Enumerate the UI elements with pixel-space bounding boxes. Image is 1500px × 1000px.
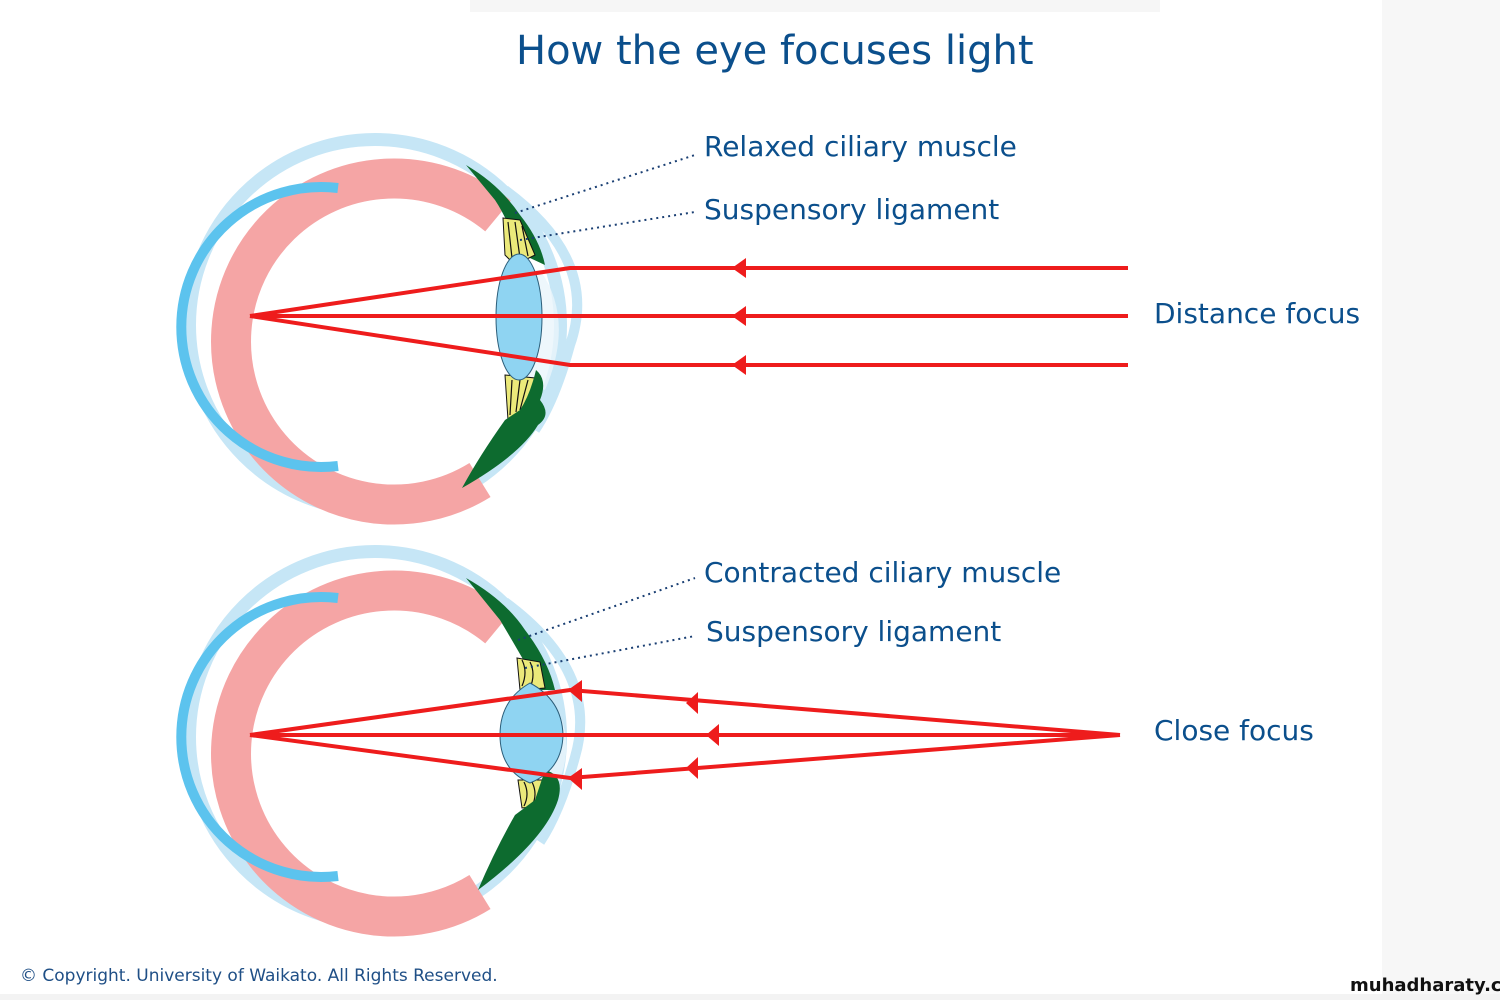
retina bbox=[176, 592, 339, 882]
eye-distance bbox=[176, 133, 583, 525]
ciliary-muscle-bottom bbox=[478, 770, 560, 890]
arrow-icon bbox=[568, 768, 582, 790]
label-relaxed-ciliary-muscle: Relaxed ciliary muscle bbox=[704, 130, 1017, 163]
retina bbox=[176, 182, 339, 472]
label-close-focus: Close focus bbox=[1154, 714, 1314, 747]
leader-line-muscle bbox=[514, 154, 696, 214]
copyright-notice: © Copyright. University of Waikato. All … bbox=[20, 966, 498, 986]
arrow-icon bbox=[732, 355, 746, 375]
ray-bottom bbox=[249, 314, 1128, 367]
background-strip-bottom bbox=[0, 994, 1500, 1000]
label-contracted-ciliary-muscle: Contracted ciliary muscle bbox=[704, 556, 1062, 589]
label-suspensory-ligament: Suspensory ligament bbox=[706, 615, 1002, 648]
arrow-icon bbox=[686, 692, 698, 714]
arrow-icon bbox=[686, 757, 698, 779]
cornea bbox=[502, 597, 586, 845]
diagram-title: How the eye focuses light bbox=[516, 28, 1034, 74]
arrow-icon bbox=[732, 258, 746, 278]
leader-line-ligament bbox=[524, 635, 696, 669]
background-strip bbox=[470, 0, 1160, 12]
rays-close bbox=[249, 680, 1121, 790]
ciliary-muscle-bottom bbox=[462, 370, 546, 488]
cornea bbox=[502, 185, 583, 433]
sclera bbox=[211, 158, 511, 525]
arrow-icon bbox=[706, 724, 719, 746]
watermark: muhadharaty.com bbox=[1350, 975, 1500, 996]
ray-top bbox=[249, 687, 1121, 737]
arrow-icon bbox=[732, 306, 746, 326]
background-panel bbox=[1382, 0, 1500, 1000]
label-distance-focus: Distance focus bbox=[1154, 297, 1361, 330]
sclera bbox=[211, 570, 511, 937]
ray-top bbox=[249, 266, 1128, 318]
ray-bottom bbox=[249, 733, 1121, 781]
label-suspensory-ligament: Suspensory ligament bbox=[704, 193, 1000, 226]
leader-line-muscle bbox=[517, 577, 696, 641]
rays-distance bbox=[249, 258, 1128, 375]
arrow-icon bbox=[568, 680, 582, 702]
